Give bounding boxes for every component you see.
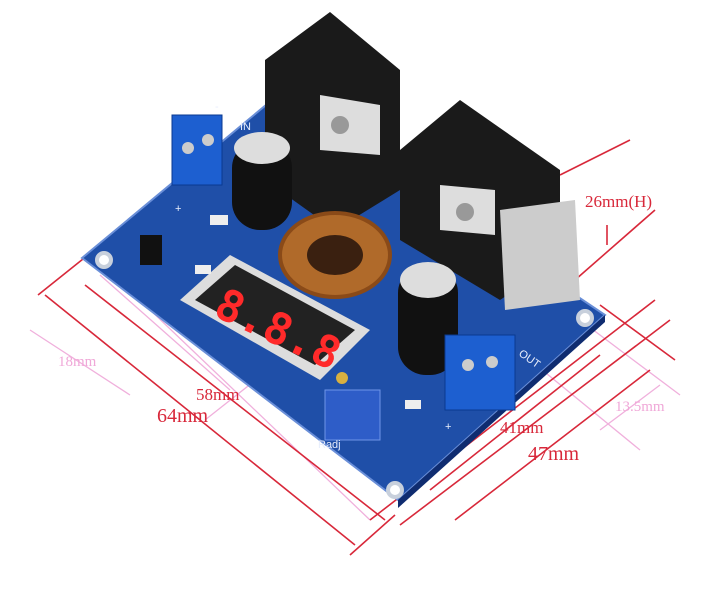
outer-length-label: 64mm	[157, 405, 209, 427]
radj-label: Radj	[318, 439, 341, 451]
inner-length-label: 58mm	[196, 385, 239, 404]
minus-in-label: -	[215, 101, 219, 113]
right-offset-label: 13.5mm	[615, 399, 665, 415]
capacitor-output	[398, 262, 458, 375]
heatsink-right	[400, 100, 580, 310]
heatsink-left	[265, 12, 400, 230]
terminal-input[interactable]	[171, 114, 223, 186]
plus-out-label: +	[445, 421, 451, 433]
left-offset-label: 18mm	[58, 354, 97, 370]
pink-dimension-lines	[29, 261, 681, 521]
inner-width-label: 41mm	[500, 418, 543, 437]
capacitor-input	[232, 132, 292, 230]
height-label: 26mm(H)	[585, 192, 652, 211]
transistor	[140, 235, 162, 265]
in-label: IN	[240, 121, 251, 133]
terminal-output[interactable]	[444, 334, 516, 411]
plus-in-label: +	[175, 203, 181, 215]
potentiometer[interactable]	[324, 372, 381, 441]
outer-width-label: 47mm	[528, 443, 580, 465]
